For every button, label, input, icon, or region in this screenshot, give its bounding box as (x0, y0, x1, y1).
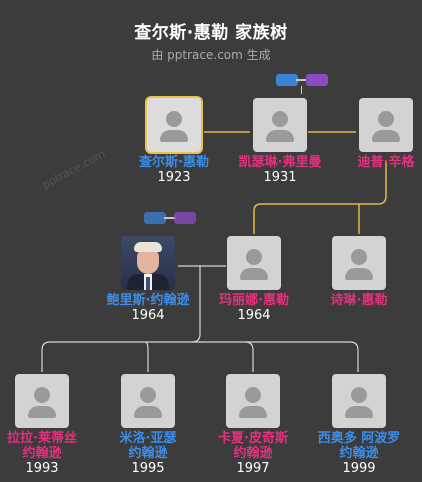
marriage-pill-blue (276, 74, 298, 86)
person-name: 米洛·亚瑟 (119, 431, 177, 446)
person-name: 拉拉·莱蒂丝 (7, 431, 77, 446)
person-surname: 约翰逊 (22, 446, 62, 461)
avatar (227, 236, 281, 290)
avatar (332, 374, 386, 428)
person-silhouette-body (134, 406, 162, 418)
person-surname: 约翰逊 (233, 446, 273, 461)
person-name: 凯瑟琳·弗里曼 (238, 155, 322, 170)
person-shirin-wheeler[interactable]: 诗琳·惠勒 (304, 236, 414, 308)
person-silhouette-body (345, 268, 373, 280)
person-silhouette-icon (246, 249, 262, 265)
marriage-link (164, 217, 176, 219)
person-silhouette-body (28, 406, 56, 418)
photo-face (137, 248, 159, 274)
marriage-marker-top[interactable] (276, 74, 328, 94)
person-name: 西奥多 阿波罗 (317, 431, 401, 446)
person-surname: 约翰逊 (128, 446, 168, 461)
person-birth-year: 1931 (263, 170, 297, 185)
marriage-pill-blue (144, 212, 166, 224)
person-boris-johnson[interactable]: 鲍里斯·约翰逊 1964 (93, 236, 203, 324)
avatar (332, 236, 386, 290)
person-name: 诗琳·惠勒 (330, 293, 388, 308)
avatar-photo (121, 236, 175, 290)
person-birth-year: 1964 (131, 308, 165, 323)
person-birth-year: 1964 (237, 308, 271, 323)
connector-to-children (41, 266, 359, 372)
person-silhouette-body (240, 268, 268, 280)
person-silhouette-body (345, 406, 373, 418)
marriage-pill-purple (306, 74, 328, 86)
avatar (226, 374, 280, 428)
avatar (121, 374, 175, 428)
person-marina-wheeler[interactable]: 玛丽娜·惠勒 1964 (199, 236, 309, 324)
person-cassia-johnson[interactable]: 卡夏·皮奇斯 约翰逊 1997 (198, 374, 308, 477)
person-name: 卡夏·皮奇斯 (218, 431, 288, 446)
person-silhouette-icon (272, 111, 288, 127)
person-birth-year: 1999 (342, 461, 376, 476)
person-charles-wheeler[interactable]: 查尔斯·惠勒 1923 (119, 98, 229, 186)
avatar (147, 98, 201, 152)
person-silhouette-icon (166, 111, 182, 127)
marriage-pill-purple (174, 212, 196, 224)
person-silhouette-icon (245, 387, 261, 403)
marriage-link (296, 79, 308, 81)
person-name: 查尔斯·惠勒 (139, 155, 209, 170)
person-silhouette-icon (34, 387, 50, 403)
person-birth-year: 1993 (25, 461, 59, 476)
person-silhouette-icon (378, 111, 394, 127)
marriage-marker-middle[interactable] (144, 212, 196, 224)
person-birth-year: 1923 (157, 170, 191, 185)
person-catherine-freeman[interactable]: 凯瑟琳·弗里曼 1931 (225, 98, 335, 186)
person-milo-johnson[interactable]: 米洛·亚瑟 约翰逊 1995 (93, 374, 203, 477)
person-birth-year: 1995 (131, 461, 165, 476)
person-name: 玛丽娜·惠勒 (219, 293, 289, 308)
person-name: 迪普·辛格 (357, 155, 415, 170)
person-silhouette-body (266, 130, 294, 142)
person-theodore-johnson[interactable]: 西奥多 阿波罗 约翰逊 1999 (304, 374, 414, 477)
photo-hair (134, 242, 162, 252)
person-birth-year: 1997 (236, 461, 270, 476)
person-dip-singh[interactable]: 迪普·辛格 (331, 98, 422, 170)
person-silhouette-icon (351, 387, 367, 403)
page-title: 查尔斯·惠勒 家族树 (134, 23, 288, 43)
person-silhouette-body (372, 130, 400, 142)
photo-tie (146, 277, 150, 290)
connector-to-marina (253, 162, 387, 234)
avatar (359, 98, 413, 152)
marriage-stem (301, 86, 302, 94)
person-surname: 约翰逊 (339, 446, 379, 461)
avatar (253, 98, 307, 152)
page-subtitle: 由 pptrace.com 生成 (151, 48, 271, 62)
person-silhouette-icon (140, 387, 156, 403)
person-silhouette-body (239, 406, 267, 418)
avatar (15, 374, 69, 428)
person-name: 鲍里斯·约翰逊 (106, 293, 190, 308)
person-lara-johnson[interactable]: 拉拉·莱蒂丝 约翰逊 1993 (0, 374, 97, 477)
person-silhouette-body (160, 130, 188, 142)
person-silhouette-icon (351, 249, 367, 265)
